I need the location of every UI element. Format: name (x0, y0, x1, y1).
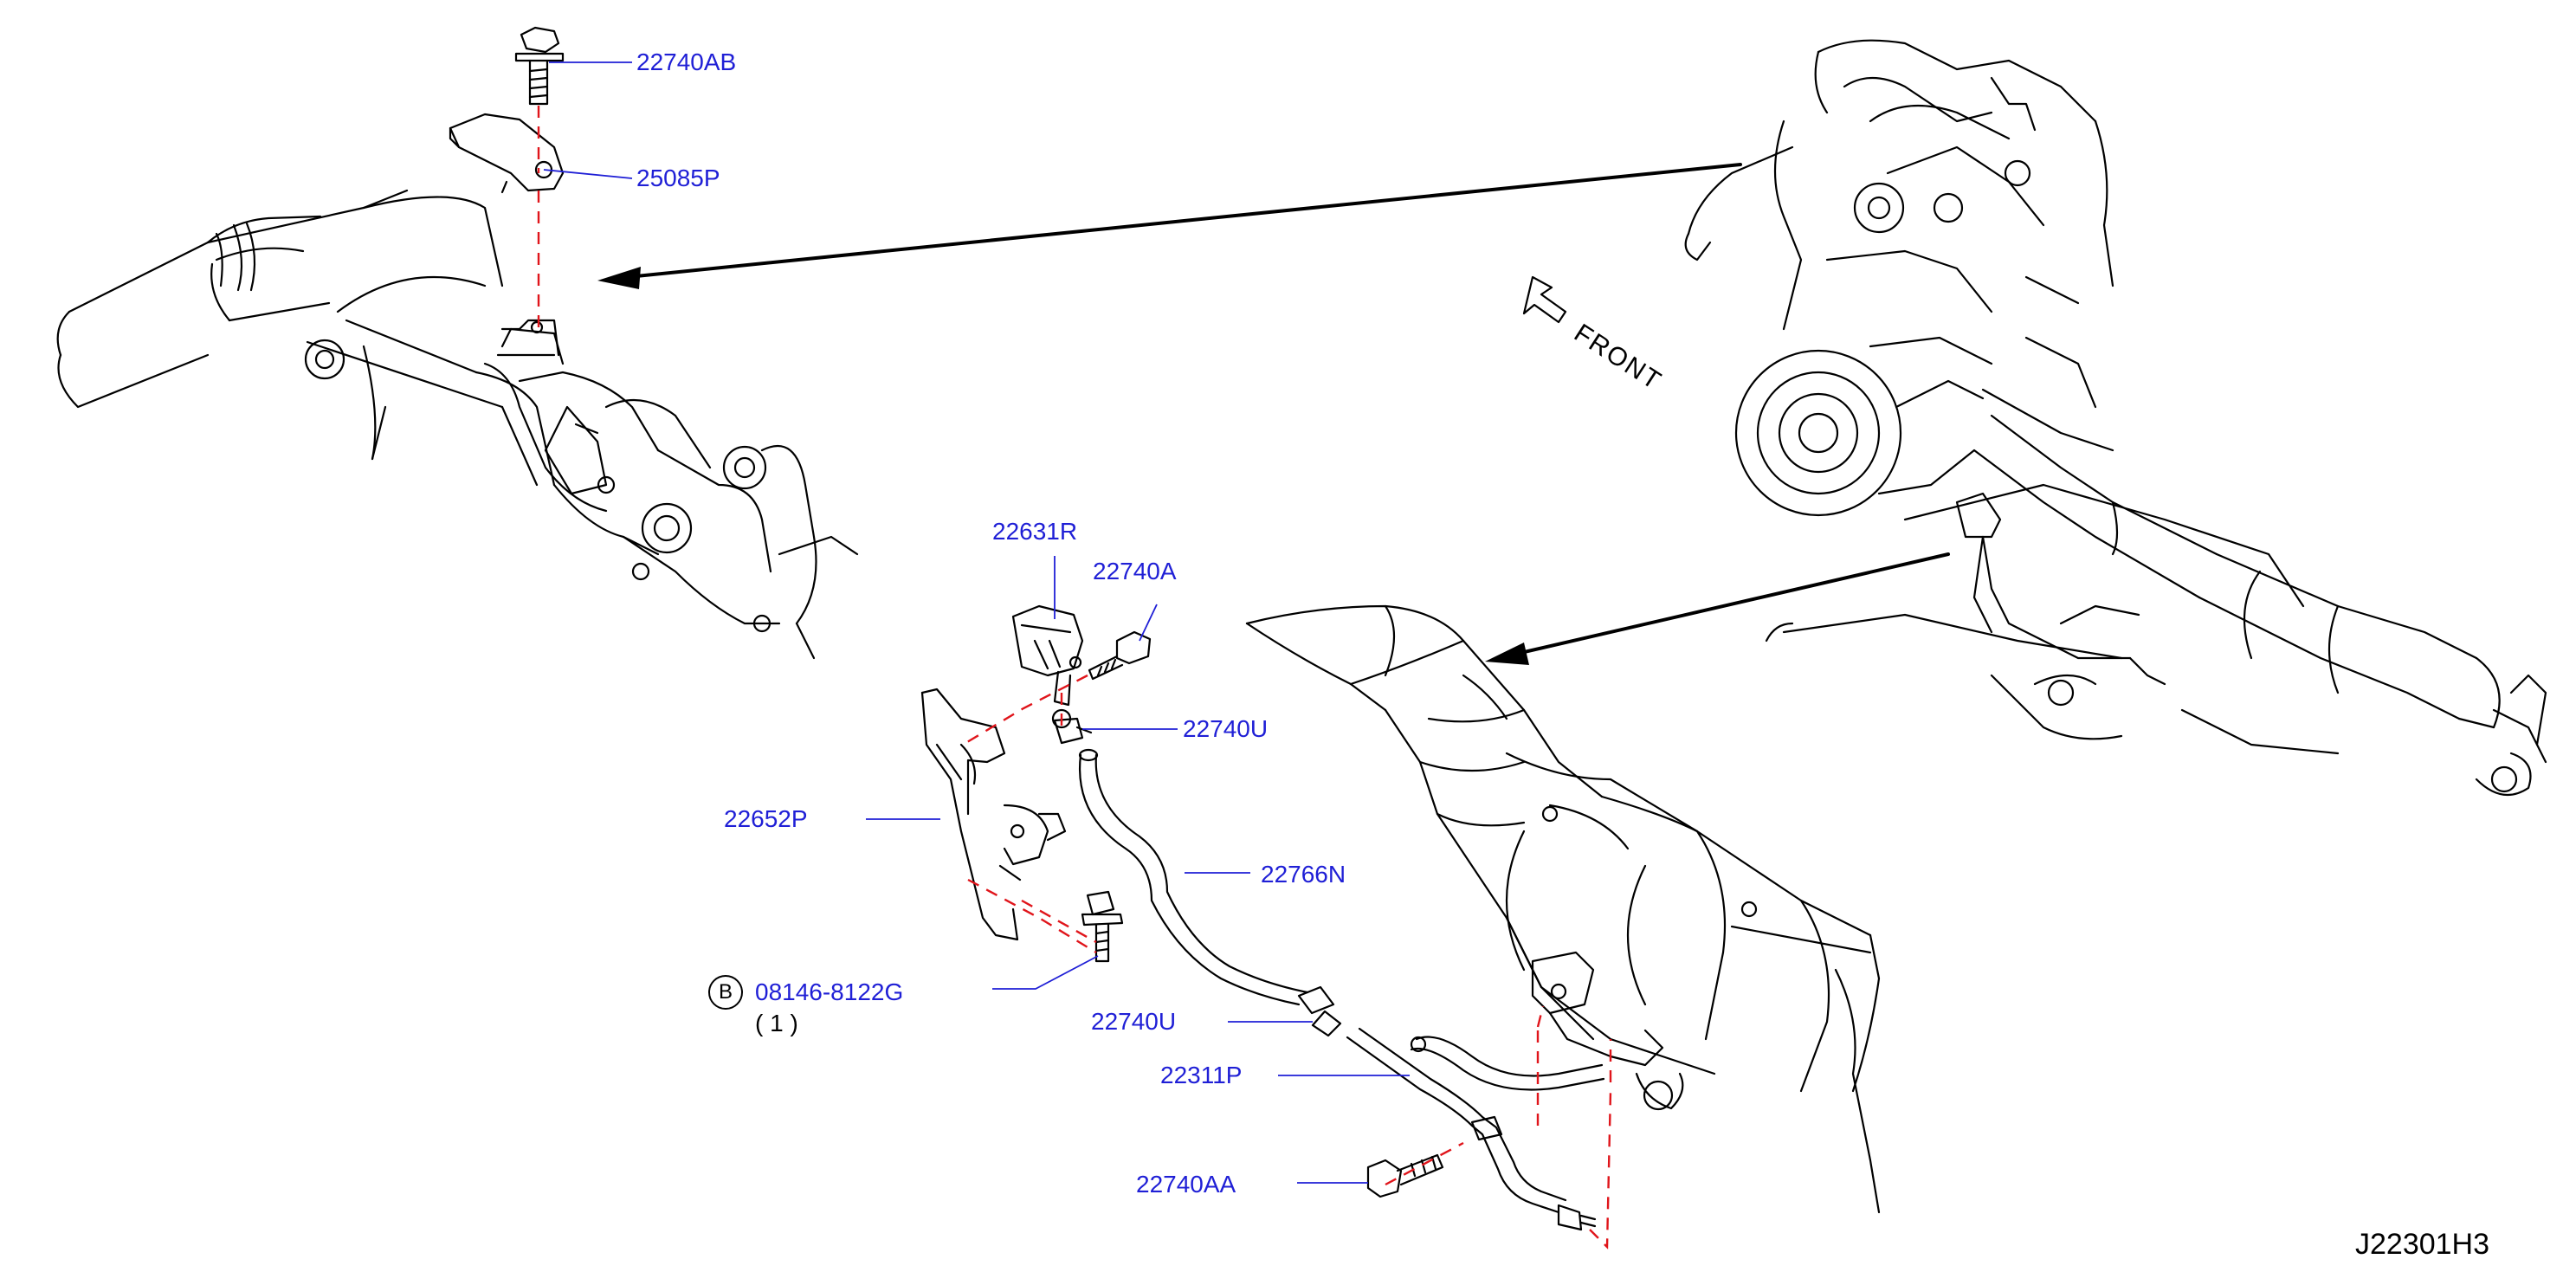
bracket-25085P-part (449, 113, 565, 194)
hose-22766N-part (1078, 748, 1309, 1006)
quantity-note: ( 1 ) (755, 1010, 798, 1036)
bolt-08146-8122G-part (1081, 890, 1124, 963)
clamp-22740U-top-part (1053, 717, 1093, 745)
part-label-22631R[interactable]: 22631R (992, 518, 1078, 545)
part-label-22766N[interactable]: 22766N (1261, 861, 1346, 888)
part-label-25085P[interactable]: 25085P (636, 165, 720, 191)
bracket-22652P-part (920, 688, 1067, 941)
leader-lines (543, 61, 1410, 1184)
part-label-22740AB[interactable]: 22740AB (636, 48, 737, 75)
part-label-22652P[interactable]: 22652P (724, 805, 808, 832)
front-direction-arrow (1522, 275, 1567, 324)
bolt-symbol-b: B (708, 975, 743, 1010)
bolt-22740AB-part (514, 26, 565, 106)
intake-duct-assembly (56, 189, 859, 660)
clamp-22740U-bottom-part (1297, 985, 1342, 1037)
engine-assembly (1684, 39, 2547, 797)
part-label-22740A[interactable]: 22740A (1093, 558, 1177, 584)
diagram-code: J22301H3 (2355, 1228, 2490, 1261)
part-label-22311P[interactable]: 22311P (1160, 1062, 1243, 1088)
arrowhead-upper (597, 267, 641, 289)
reference-arrows (609, 163, 1950, 660)
part-label-22740U-bottom[interactable]: 22740U (1091, 1008, 1177, 1035)
arrowhead-lower (1485, 642, 1529, 665)
part-label-22740AA[interactable]: 22740AA (1136, 1171, 1236, 1198)
tube-22311P-part (1346, 1027, 1605, 1231)
part-label-08146-8122G[interactable]: 08146-8122G (755, 978, 904, 1005)
part-label-22740U-top[interactable]: 22740U (1183, 715, 1269, 742)
catalytic-converter-assembly (1245, 604, 1881, 1214)
bolt-22740A-part (1088, 630, 1152, 681)
bolt-22740AA-part (1366, 1153, 1444, 1198)
assembly-dashed-lines (537, 106, 1612, 1249)
